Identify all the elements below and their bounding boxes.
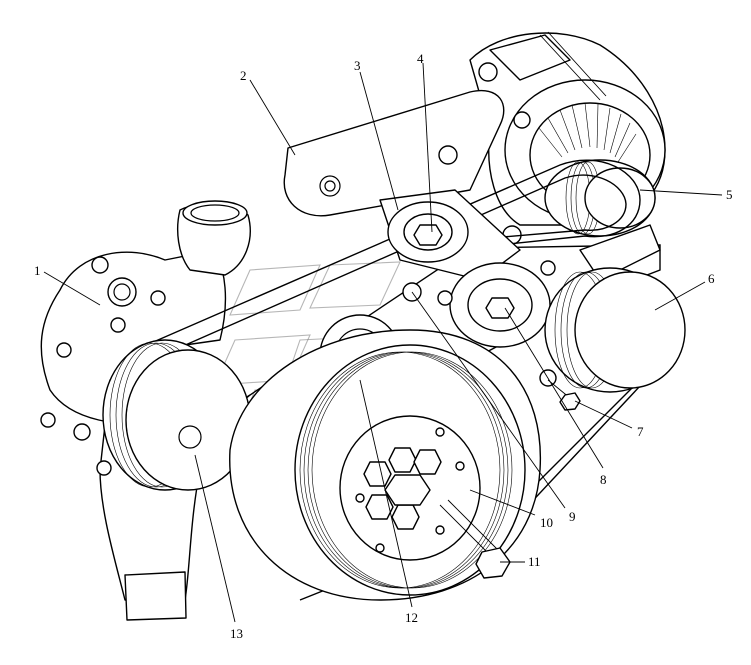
callout-13: 13 [230,626,243,641]
crankshaft-damper [229,329,542,601]
mount-bolt [547,379,581,411]
callout-leaders [43,62,723,623]
callout-4: 4 [417,51,424,66]
callout-11: 11 [528,554,541,569]
water-pump-pulley [102,339,251,491]
callout-12: 12 [405,610,418,625]
idler-pulley [402,260,556,348]
callout-2: 2 [240,68,247,83]
callout-9: 9 [569,509,576,524]
alternator-fan-fins [538,102,637,163]
belt-tensioner [379,189,521,281]
callout-labels: 1 2 3 4 5 6 7 8 9 10 11 12 13 [34,51,733,641]
callout-10: 10 [540,515,553,530]
crank-bolt [439,499,511,579]
callout-6: 6 [708,271,715,286]
damper-bolts [363,447,442,530]
mounting-bracket [283,89,505,217]
compressor-pulley [539,224,686,393]
alternator-pulley [544,159,656,237]
callout-8: 8 [600,472,607,487]
callout-5: 5 [726,187,733,202]
callout-3: 3 [354,58,361,73]
callout-1: 1 [34,263,41,278]
callout-7: 7 [637,424,644,439]
